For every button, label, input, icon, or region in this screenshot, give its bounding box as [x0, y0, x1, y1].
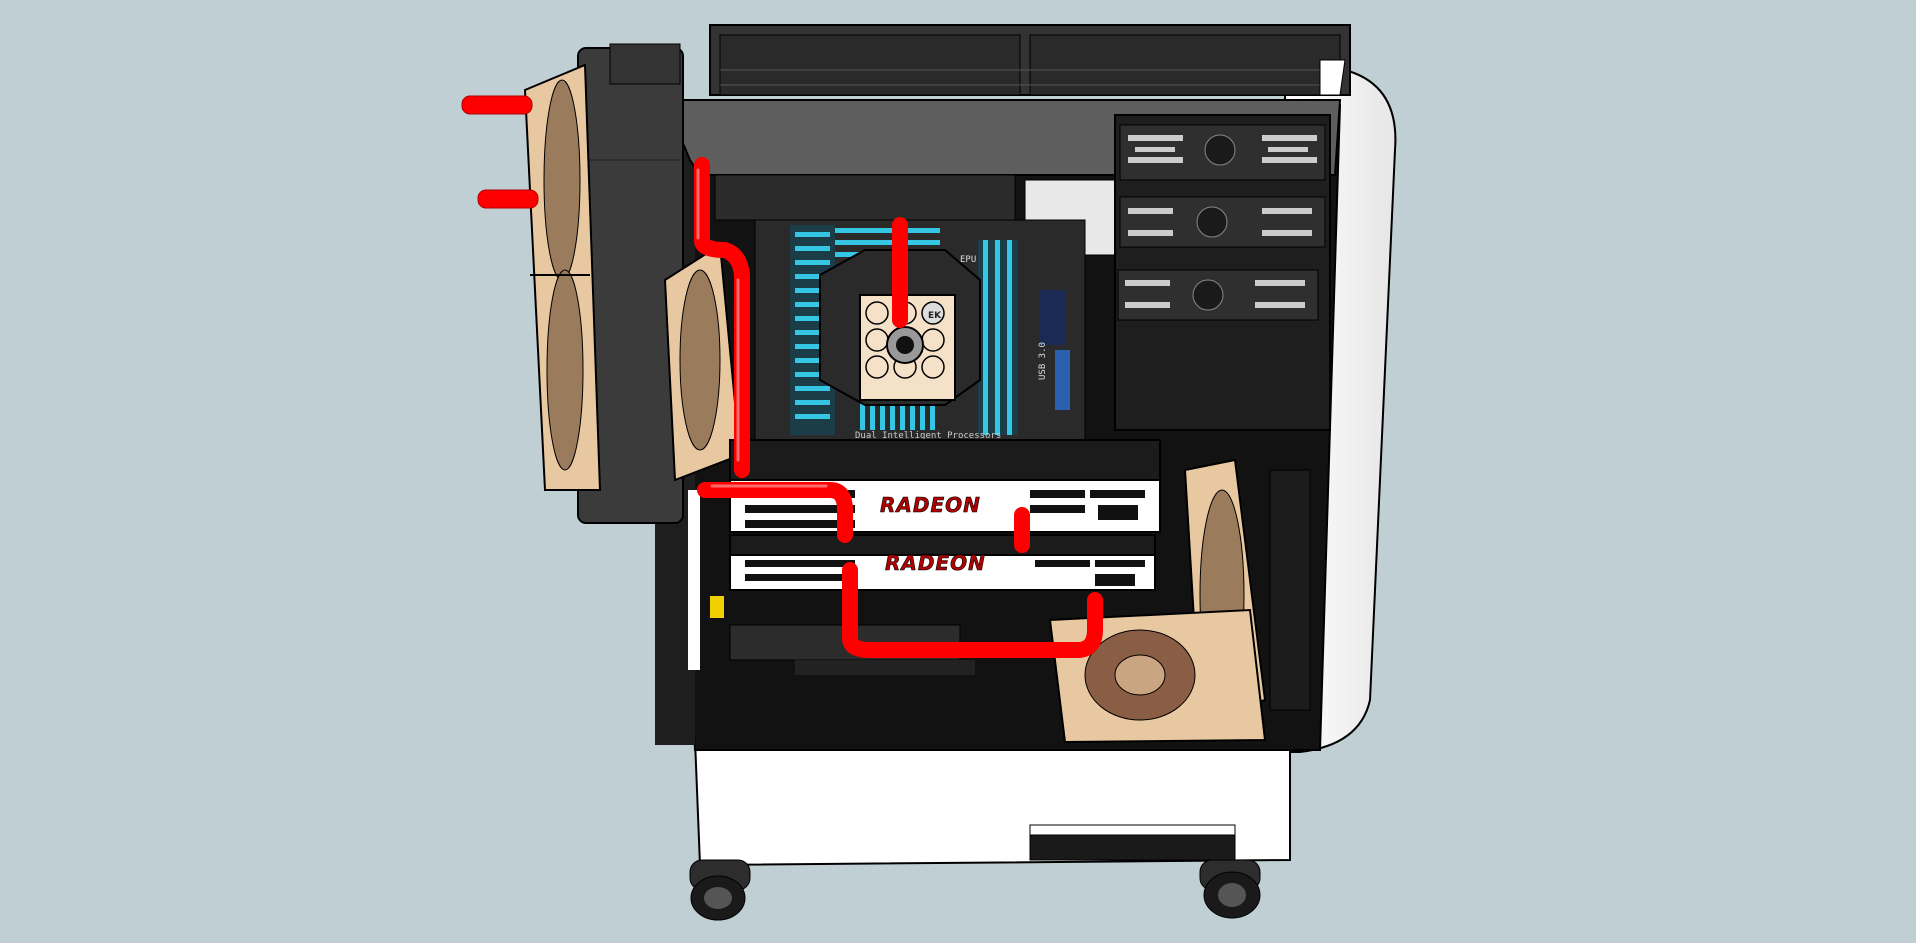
drive-bay-icon [1119, 124, 1326, 181]
atx-connector [1040, 290, 1065, 345]
drive-bay-icon [1117, 269, 1319, 321]
chipset-label: Dual Intelligent Processors [855, 431, 1001, 441]
gpu-bottom: RADEON [729, 534, 1156, 591]
usb-header [1055, 350, 1070, 410]
caster-wheel-icon [689, 859, 751, 921]
usb-label: USB 3.0 [1038, 342, 1048, 380]
fan-icon [663, 243, 742, 482]
rear-panel-slot [1269, 469, 1311, 711]
drive-bay-cage [1114, 114, 1331, 431]
coolant-tubing [694, 157, 1103, 658]
gpu-bottom-label: RADEON [885, 551, 986, 575]
drive-bay-icon [1119, 196, 1326, 248]
fan-icon [1048, 608, 1267, 744]
caster-wheel-icon [1199, 859, 1261, 919]
chipset-heatsink [860, 400, 935, 430]
tube-highlights [696, 168, 828, 488]
ram-sticks-right [978, 240, 1018, 435]
lower-slot [795, 660, 975, 675]
gpu-top-label: RADEON [880, 493, 981, 517]
block-logo: EK [928, 311, 942, 321]
fan-icon [523, 63, 602, 491]
case-left-strip [688, 490, 700, 670]
radiator-fan-under [714, 174, 1016, 221]
yellow-latch [710, 596, 724, 618]
inlet-tubes [461, 95, 539, 209]
base-vent-lip [1029, 824, 1236, 836]
epu-label: EPU [960, 255, 976, 265]
top-radiator [709, 24, 1351, 96]
